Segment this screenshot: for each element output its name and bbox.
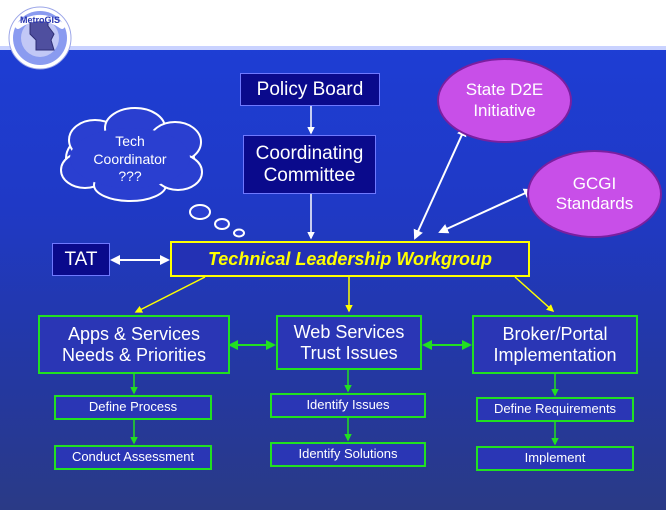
identify-issues-label: Identify Issues [306,397,390,413]
tech-coordinator-text: Tech Coordinator ??? [60,133,200,186]
apps-services-line: Apps & Services [67,323,201,344]
broker-portal-box: Broker/Portal Implementation [472,315,638,374]
gcgi-line: Standards [555,194,634,213]
state-d2e-line: State D2E [465,80,544,100]
tat-label: TAT [64,248,98,270]
cloud-bubble [214,218,230,230]
implement-box: Implement [476,446,634,471]
identify-issues-box: Identify Issues [270,393,426,418]
coordinating-committee-line: Committee [263,164,356,186]
web-services-box: Web Services Trust Issues [276,315,422,370]
identify-solutions-label: Identify Solutions [298,446,398,462]
tech-coordinator-line: Coordinator [93,150,167,167]
cloud-bubble [189,204,211,220]
conduct-assessment-label: Conduct Assessment [71,449,195,465]
coordinating-committee-box: Coordinating Committee [243,135,376,194]
broker-portal-line: Implementation [493,344,617,365]
conduct-assessment-box: Conduct Assessment [54,445,212,470]
state-d2e-line: Initiative [473,100,536,120]
identify-solutions-box: Identify Solutions [270,442,426,467]
policy-board-box: Policy Board [240,73,380,106]
header-divider [0,46,666,50]
tech-coordinator-line: Tech [115,133,145,149]
broker-portal-line: Broker/Portal [502,323,608,344]
arrow-tlw-gcgi [438,188,534,234]
define-process-label: Define Process [88,399,178,415]
gcgi-ellipse: GCGI Standards [527,150,662,238]
tech-coordinator-line: ??? [118,168,142,184]
technical-leadership-workgroup-box: Technical Leadership Workgroup [170,241,530,277]
web-services-line: Web Services [293,321,405,342]
metrogis-logo: MetroGIS [8,6,72,70]
cloud-bubble [233,228,245,238]
cloud-fill [70,128,190,188]
define-process-box: Define Process [54,395,212,420]
implement-label: Implement [524,450,586,466]
define-requirements-box: Define Requirements [476,397,634,422]
coordinating-committee-line: Coordinating [255,142,364,164]
arrow-tlw-to-apps [134,276,206,313]
define-requirements-label: Define Requirements [493,401,617,417]
tlw-label: Technical Leadership Workgroup [207,248,493,269]
logo-text: MetroGIS [20,15,60,25]
policy-board-label: Policy Board [256,78,364,100]
arrow-tlw-state-d2e [413,126,467,240]
apps-services-line: Needs & Priorities [61,344,207,365]
gcgi-line: GCGI [572,173,617,193]
state-d2e-ellipse: State D2E Initiative [437,58,572,143]
arrow-tlw-to-broker [514,276,555,313]
title-bar [0,0,666,46]
web-services-line: Trust Issues [300,342,398,363]
tat-box: TAT [52,243,110,276]
apps-services-box: Apps & Services Needs & Priorities [38,315,230,374]
